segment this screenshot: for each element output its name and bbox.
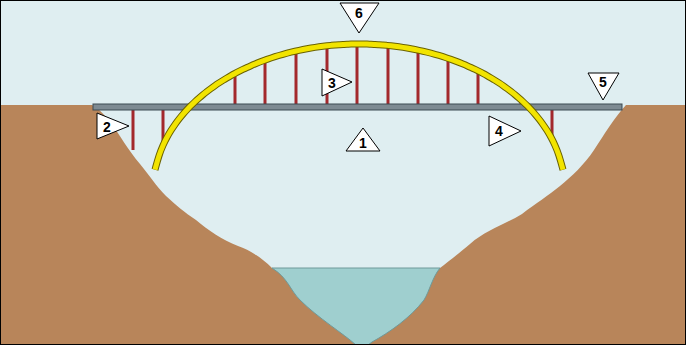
column	[132, 110, 135, 150]
callout-triangle	[489, 116, 521, 146]
callout-triangle	[97, 113, 129, 139]
callout-number: 3	[328, 75, 336, 91]
callout-number: 4	[495, 123, 503, 139]
sky-and-gorge	[0, 0, 686, 268]
callout-number: 6	[355, 5, 363, 21]
hanger	[447, 60, 450, 104]
arch-outline	[155, 44, 563, 170]
callout-triangles	[97, 3, 619, 151]
river	[272, 268, 440, 345]
callout-number: 5	[599, 74, 607, 90]
bridge-arch	[155, 44, 563, 170]
callout-triangle	[346, 128, 380, 151]
hanger	[356, 46, 359, 104]
callout-number: 1	[359, 135, 367, 151]
hanger	[387, 47, 390, 104]
hanger	[417, 52, 420, 104]
bridge-deck	[93, 104, 622, 110]
hanger	[234, 75, 237, 104]
hanger	[264, 62, 267, 104]
callout-triangle	[340, 3, 379, 33]
callout-triangle	[588, 73, 619, 100]
callout-triangle	[322, 69, 352, 96]
callout-number: 2	[103, 119, 111, 135]
hanger	[477, 73, 480, 104]
hanger	[295, 53, 298, 104]
